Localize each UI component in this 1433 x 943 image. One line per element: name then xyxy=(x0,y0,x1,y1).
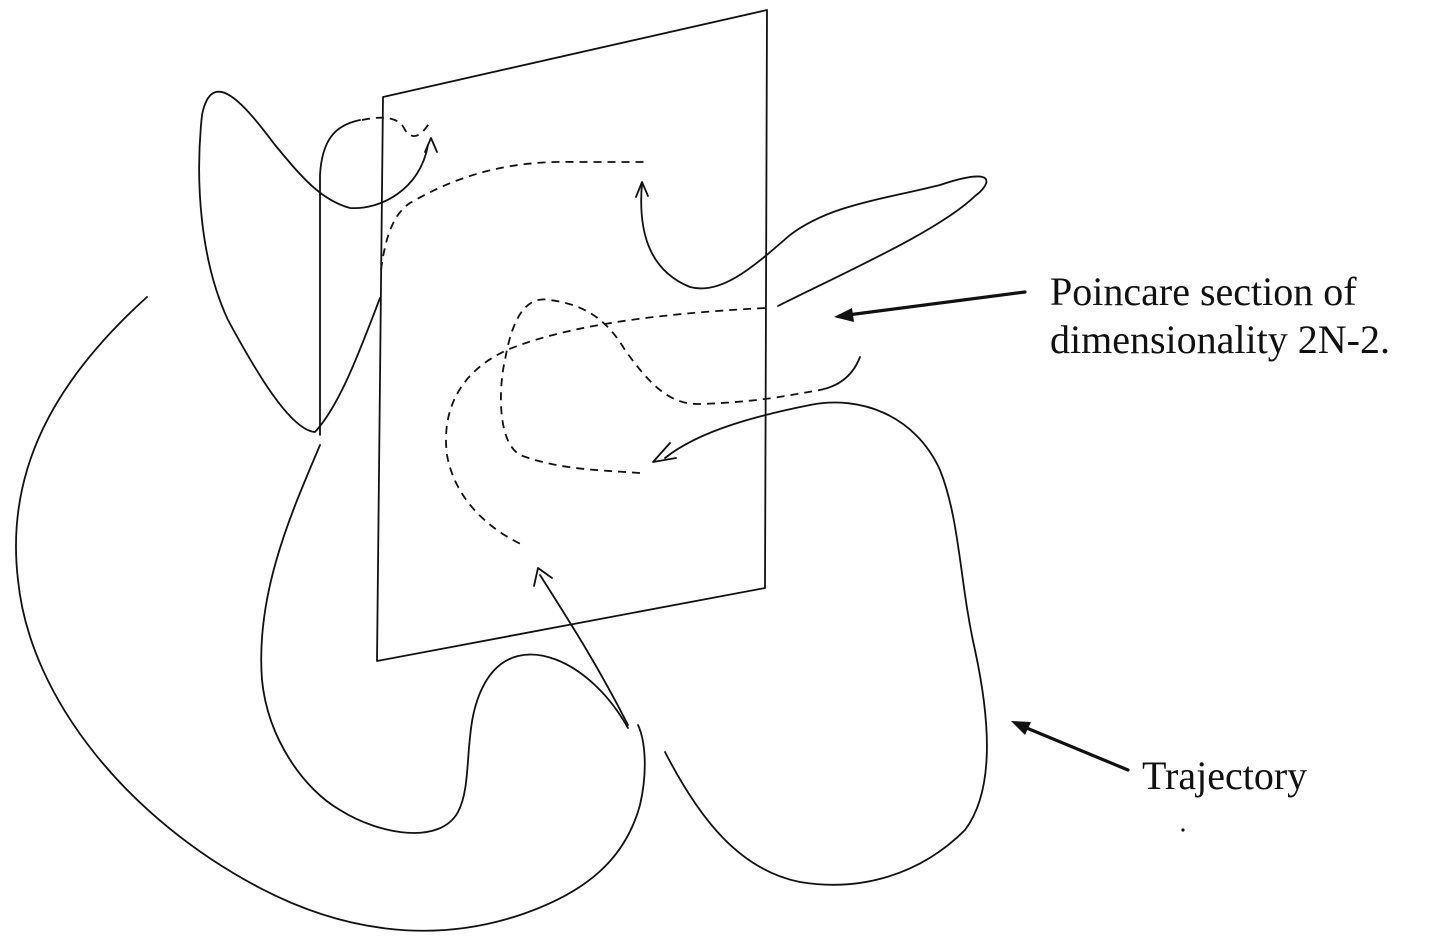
trajectory-pointer-line xyxy=(1017,724,1128,770)
poincare-section-label: Poincare section of dimensionality 2N-2. xyxy=(1050,268,1390,364)
section-pointer-head xyxy=(834,308,854,322)
trajectory-inner-loop xyxy=(261,445,628,833)
trajectory-vertical-segment xyxy=(320,120,360,435)
trajectory-pointer-head xyxy=(1011,721,1031,735)
scan-speck xyxy=(1181,828,1184,831)
trajectory-upper-left-loop xyxy=(199,92,428,432)
trajectory-entry-line xyxy=(540,575,628,725)
arrowhead-entry xyxy=(534,568,552,586)
section-pointer-line xyxy=(840,292,1025,316)
trajectory-dashed-sweep xyxy=(446,308,765,545)
poincare-section-label-line2: dimensionality 2N-2. xyxy=(1050,316,1390,364)
arrowhead-dashed-hook xyxy=(425,138,437,152)
poincare-plane xyxy=(377,10,767,661)
trajectory-dashed-hook xyxy=(362,118,430,136)
trajectory-right-hook xyxy=(641,176,986,306)
poincare-section-label-line1: Poincare section of xyxy=(1050,268,1390,316)
trajectory-dashed-upper xyxy=(381,162,645,270)
trajectory-dashed-s-loop xyxy=(501,299,820,473)
trajectory-label: Trajectory xyxy=(1142,752,1307,800)
trajectory-right-loop xyxy=(665,403,987,885)
trajectory-right-tail xyxy=(820,357,860,390)
trajectory-outer-arc xyxy=(16,297,645,931)
